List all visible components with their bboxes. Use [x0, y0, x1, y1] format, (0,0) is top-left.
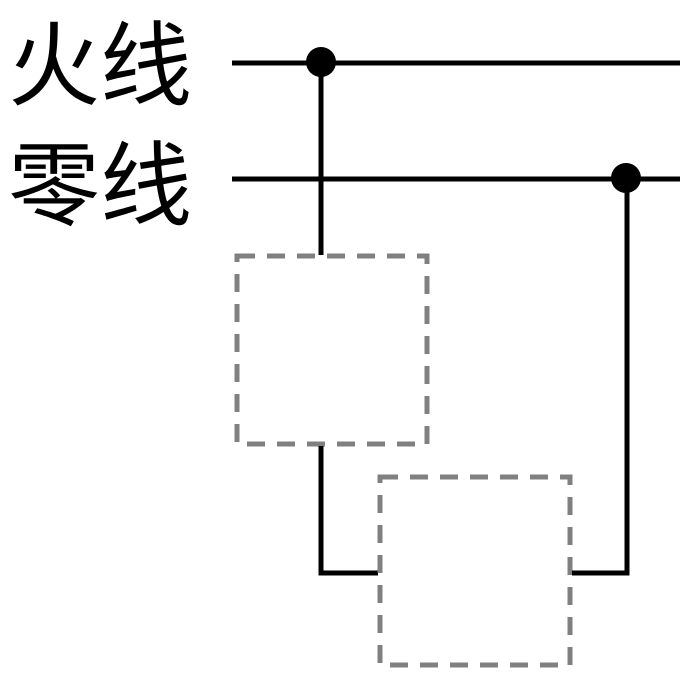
neutral-return-wire — [572, 178, 630, 576]
neutral-wire-label: 零线 — [8, 133, 192, 240]
component-box-2 — [377, 474, 573, 668]
series-connection-wire — [318, 446, 378, 576]
live-wire-label: 火线 — [8, 13, 192, 120]
component-box-1 — [234, 253, 430, 447]
